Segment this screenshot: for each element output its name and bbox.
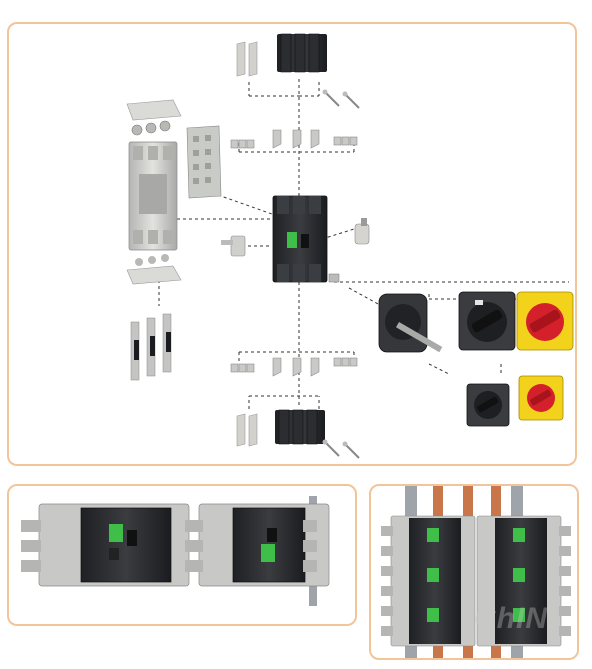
busbar-mounted-drawing — [381, 486, 571, 658]
auxiliary-contact-accessory — [354, 218, 370, 245]
breaker-label-green — [287, 232, 297, 248]
exploded-view-panel — [7, 22, 577, 466]
watermark-text: ChINt — [474, 602, 559, 635]
breaker-assembly-right — [185, 503, 330, 587]
bottom-screws — [322, 439, 360, 459]
rear-connection-bars — [130, 313, 172, 381]
bottom-terminal-shield — [275, 409, 325, 445]
plug-in-base-top-cover — [126, 99, 182, 121]
plug-in-base-bottom-cover — [126, 254, 182, 285]
direct-rotary-handle-red-yellow-small — [518, 375, 564, 421]
direct-rotary-handle-black-small — [466, 383, 510, 427]
top-screws — [322, 89, 360, 109]
busbar-breaker-left-stack — [381, 515, 476, 647]
rear-mounting-plate — [186, 125, 222, 199]
top-phase-barriers — [236, 41, 258, 77]
direct-rotary-handle-red-yellow-large — [516, 291, 574, 351]
busbar-mounted-panel: ChINt — [369, 484, 579, 660]
direct-rotary-handle-black-large — [458, 291, 516, 351]
breaker-assembly-left — [21, 503, 190, 587]
plug-in-base-nuts — [131, 120, 171, 136]
assembled-breakers-drawing — [21, 496, 330, 606]
assembled-breakers-panel — [7, 484, 357, 626]
plug-in-base — [128, 141, 178, 251]
exploded-view-drawing — [126, 33, 574, 459]
main-circuit-breaker — [272, 195, 328, 283]
shunt-trip-accessory — [221, 235, 246, 257]
handle-shaft-connector — [328, 273, 340, 283]
busbar-breaker-right-stack — [476, 515, 571, 647]
top-connection-lugs — [230, 129, 358, 149]
bottom-phase-barriers — [236, 413, 258, 447]
top-terminal-shield — [277, 33, 327, 73]
bottom-connection-lugs — [230, 357, 358, 377]
extended-rotary-handle-black — [378, 293, 443, 353]
